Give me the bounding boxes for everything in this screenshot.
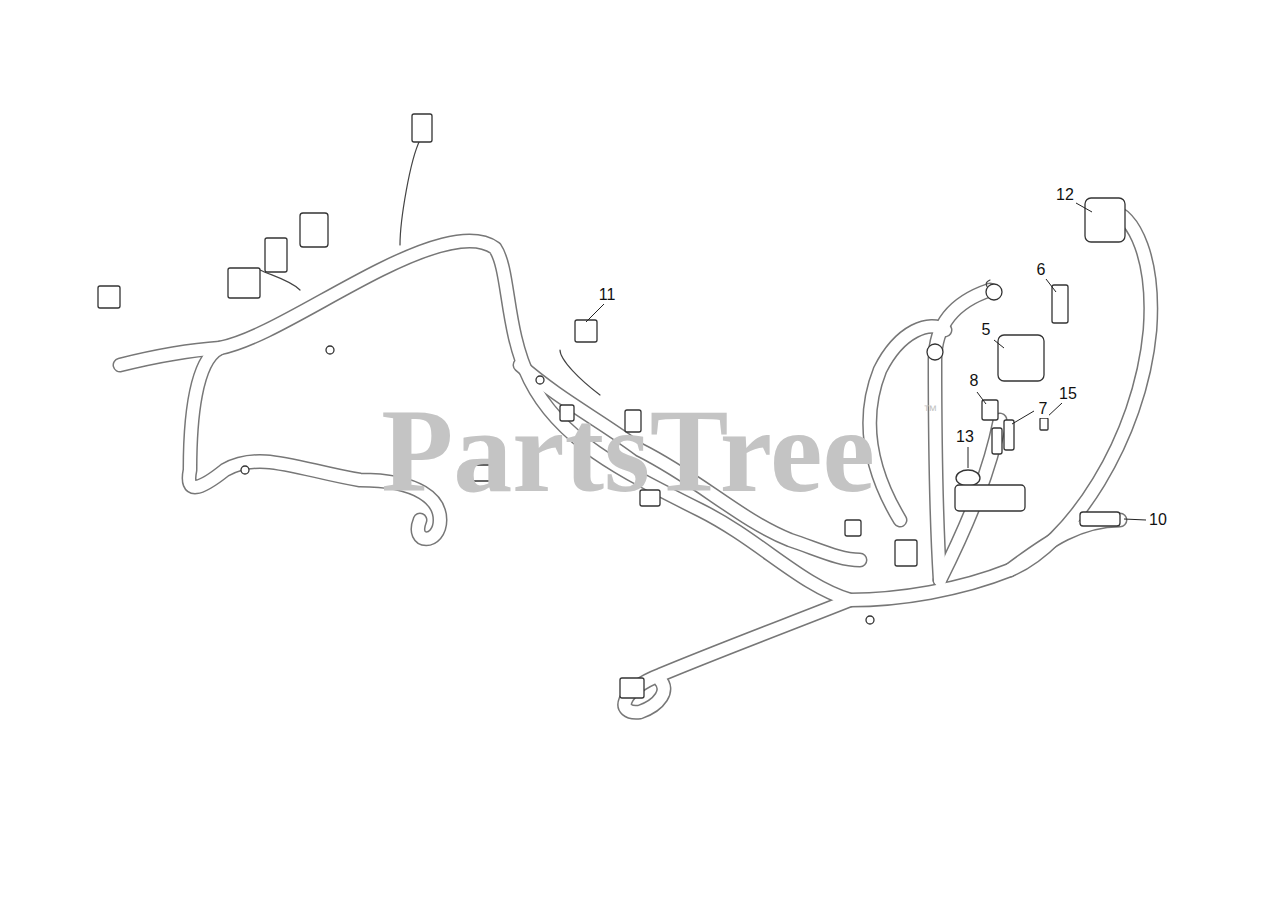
- callout-number: 12: [1054, 186, 1076, 204]
- watermark: PartsTree: [381, 393, 875, 511]
- callout-number: 8: [968, 372, 981, 390]
- callout-number: 13: [954, 428, 976, 446]
- callout-number: 15: [1057, 385, 1079, 403]
- trademark: ™: [923, 403, 937, 417]
- callout-number: 10: [1147, 511, 1169, 529]
- callout-number: 6: [1035, 261, 1048, 279]
- callout-number: 7: [1037, 400, 1050, 418]
- callout-number: 5: [980, 321, 993, 339]
- callout-number: 11: [597, 286, 618, 304]
